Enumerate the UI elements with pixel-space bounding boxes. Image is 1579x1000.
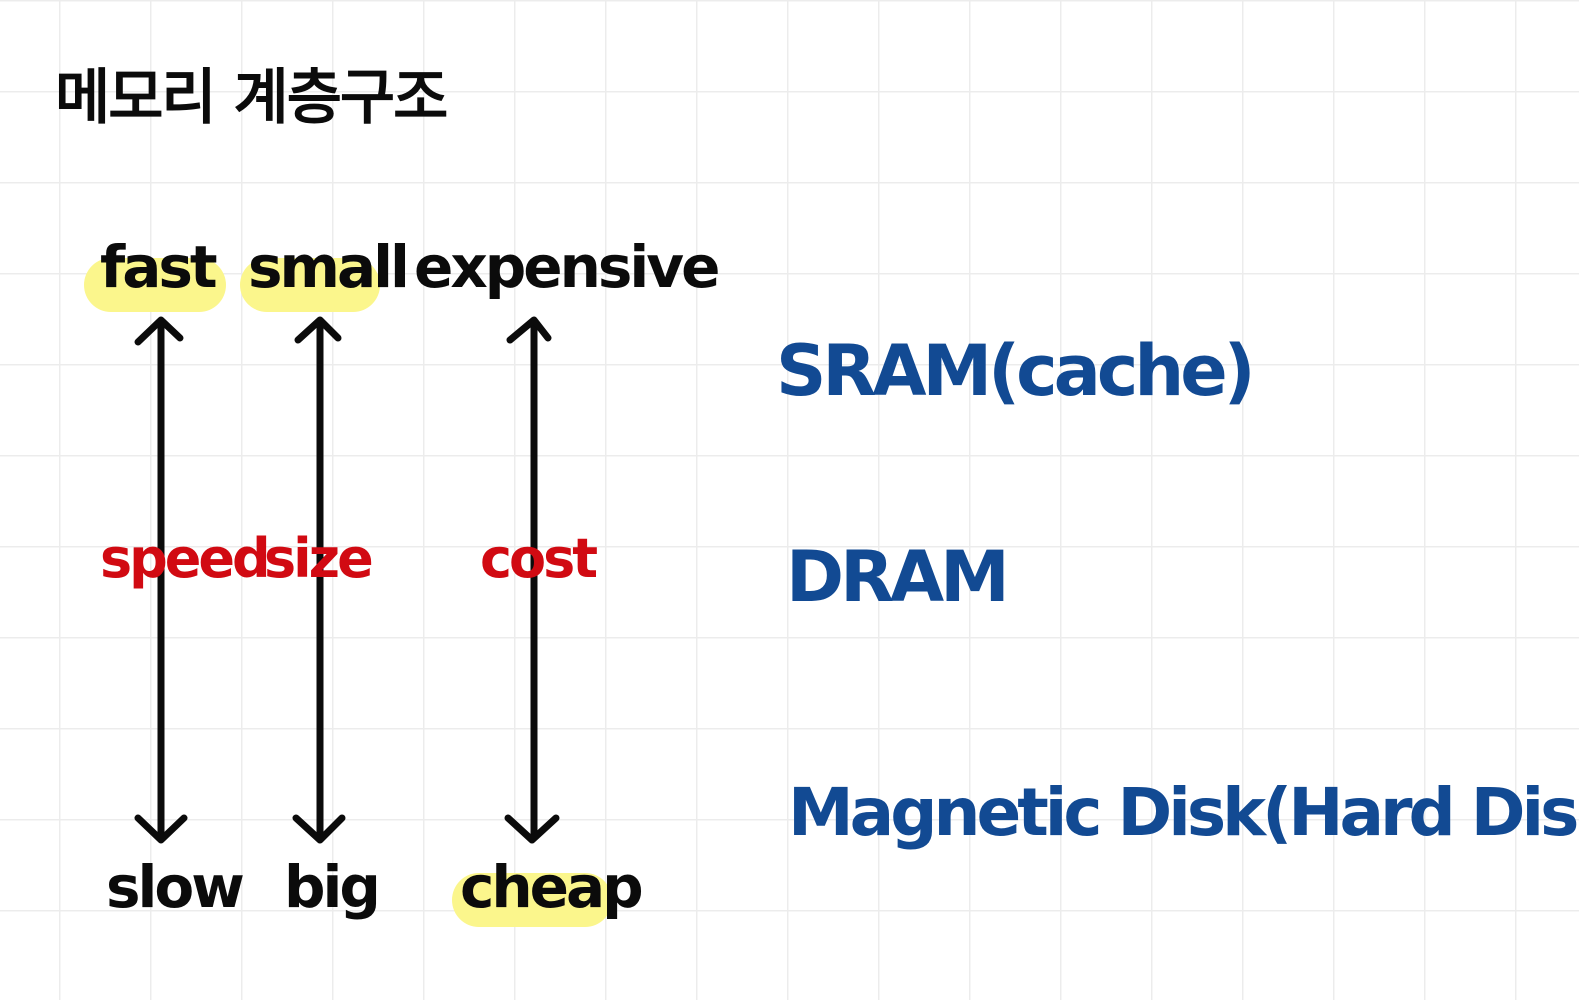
- tier-dram: DRAM: [786, 536, 1010, 618]
- label-cheap: cheap: [460, 853, 644, 921]
- highlight-fast: [84, 258, 226, 312]
- label-big: big: [284, 853, 381, 921]
- arrow-cost: [504, 316, 560, 844]
- highlight-small: [240, 258, 380, 312]
- label-expensive: expensive: [414, 233, 720, 301]
- arrow-size: [292, 316, 346, 844]
- label-size: size: [264, 527, 374, 590]
- tier-magnetic-disk: Magnetic Disk(Hard Disk): [788, 774, 1579, 851]
- label-small: small: [248, 233, 410, 301]
- label-fast: fast: [100, 233, 218, 301]
- label-slow: slow: [106, 853, 245, 921]
- page-title: 메모리 계층구조: [55, 63, 448, 133]
- label-speed: speed: [100, 527, 271, 590]
- highlight-cheap: [452, 873, 612, 927]
- tier-sram: SRAM(cache): [776, 330, 1256, 412]
- arrow-speed: [134, 316, 188, 844]
- label-cost: cost: [480, 527, 598, 590]
